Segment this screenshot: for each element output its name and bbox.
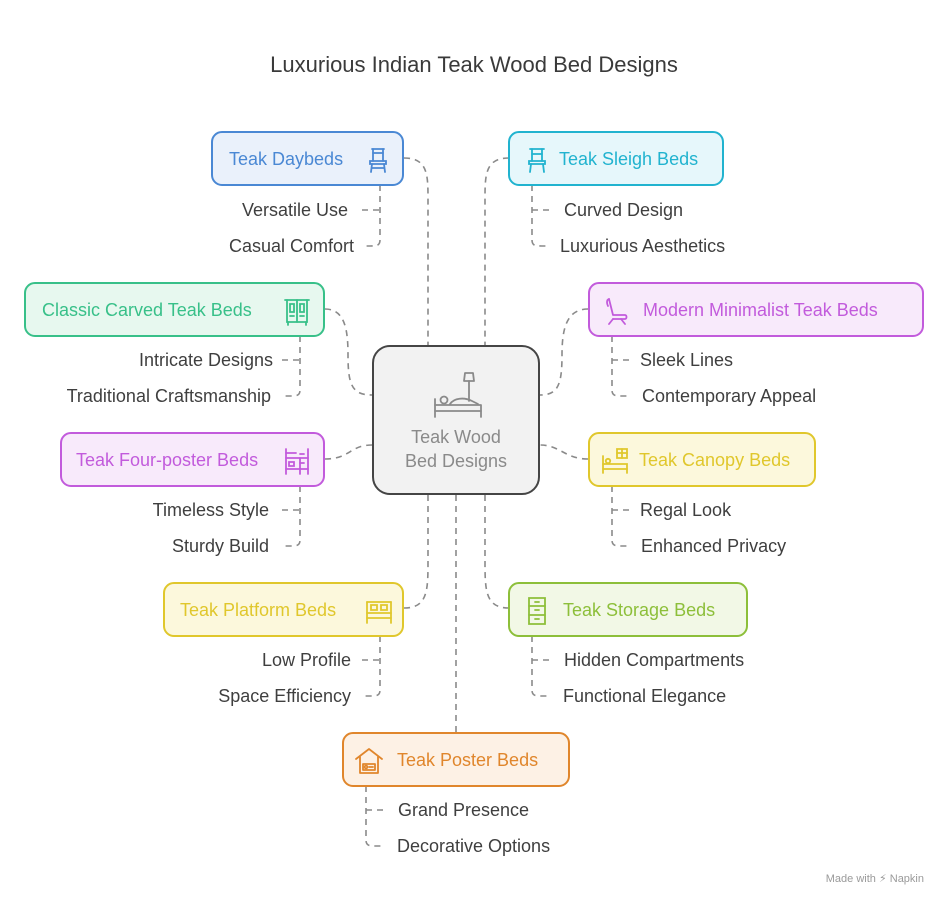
- node-teak-poster-beds: Teak Poster Beds: [342, 732, 570, 787]
- central-topic-line1: Teak Wood: [411, 427, 501, 447]
- sub-item: Sleek Lines: [640, 350, 734, 370]
- bunk-bed-icon: [285, 448, 309, 475]
- sub-item: Grand Presence: [398, 800, 530, 820]
- node-label: Teak Sleigh Beds: [559, 149, 699, 169]
- bed-icon: [602, 448, 628, 474]
- node-label: Teak Platform Beds: [180, 600, 337, 620]
- diagram-title: Luxurious Indian Teak Wood Bed Designs: [270, 52, 678, 77]
- node-teak-sleigh-beds: Teak Sleigh Beds: [508, 131, 724, 186]
- sub-item: Decorative Options: [397, 836, 551, 856]
- sub-item: Hidden Compartments: [564, 650, 745, 670]
- central-topic: Teak Wood Bed Designs: [372, 345, 540, 495]
- sub-item: Intricate Designs: [138, 350, 273, 370]
- sub-item: Traditional Craftsmanship: [66, 386, 271, 406]
- cabinet-icon: [284, 299, 310, 326]
- sub-item: Functional Elegance: [563, 686, 727, 706]
- central-topic-line2: Bed Designs: [404, 451, 508, 471]
- node-teak-daybeds: Teak Daybeds: [211, 131, 404, 186]
- node-label: Modern Minimalist Teak Beds: [643, 300, 878, 320]
- sub-item: Contemporary Appeal: [642, 386, 817, 406]
- node-label: Teak Daybeds: [229, 149, 344, 169]
- made-with-napkin-badge: Made with ⚡ Napkin: [825, 873, 924, 885]
- sub-item: Casual Comfort: [228, 236, 354, 256]
- node-label: Teak Four-poster Beds: [76, 450, 259, 470]
- chair-icon: [528, 148, 546, 173]
- node-label: Teak Poster Beds: [397, 750, 539, 770]
- napkin-logo-icon: ⚡: [878, 873, 887, 885]
- sub-item: Enhanced Privacy: [641, 536, 787, 556]
- node-label: Teak Storage Beds: [563, 600, 716, 620]
- lounge-chair-icon: [606, 298, 628, 325]
- sub-item: Space Efficiency: [218, 686, 351, 706]
- node-classic-carved-teak-beds: Classic Carved Teak Beds: [24, 282, 325, 337]
- node-modern-minimalist-teak-beds: Modern Minimalist Teak Beds: [588, 282, 924, 337]
- sub-item: Low Profile: [261, 650, 351, 670]
- sub-item: Timeless Style: [152, 500, 269, 520]
- sub-item: Sturdy Build: [171, 536, 269, 556]
- sub-item: Curved Design: [564, 200, 684, 220]
- node-label: Teak Canopy Beds: [639, 450, 791, 470]
- node-label: Classic Carved Teak Beds: [42, 300, 252, 320]
- node-teak-storage-beds: Teak Storage Beds: [508, 582, 748, 637]
- node-teak-platform-beds: Teak Platform Beds: [163, 582, 404, 637]
- node-teak-four-poster-beds: Teak Four-poster Beds: [60, 432, 325, 487]
- node-teak-canopy-beds: Teak Canopy Beds: [588, 432, 816, 487]
- house-bed-icon: [355, 748, 383, 774]
- bed-lamp-icon: [434, 372, 482, 418]
- drawers-icon: [528, 597, 546, 625]
- double-bed-icon: [366, 601, 392, 624]
- sub-item: Regal Look: [640, 500, 732, 520]
- chair-icon: [369, 148, 387, 173]
- sub-item: Luxurious Aesthetics: [560, 236, 726, 256]
- sub-item: Versatile Use: [241, 200, 348, 220]
